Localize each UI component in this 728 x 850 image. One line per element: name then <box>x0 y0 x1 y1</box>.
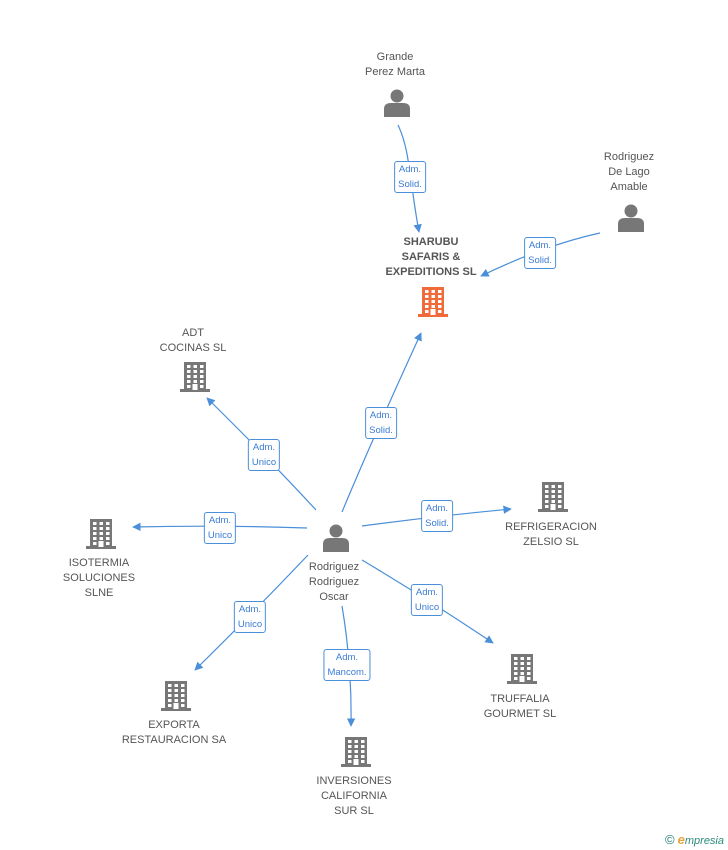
brand-logo: ©empresia <box>665 832 724 847</box>
node-label-adt[interactable]: ADT COCINAS SL <box>159 327 227 354</box>
node-label-exporta[interactable]: EXPORTA RESTAURACION SA <box>121 719 227 746</box>
person-icon-oscar[interactable] <box>323 524 349 553</box>
relation-label-oscar-refrigeracion: Adm. Solid. <box>421 500 453 532</box>
node-label-truffalia[interactable]: TRUFFALIA GOURMET SL <box>483 693 557 720</box>
building-icon-isotermia[interactable] <box>86 519 116 549</box>
relation-label-oscar-inversiones: Adm. Mancom. <box>323 649 371 681</box>
brand-name: mpresia <box>684 835 724 847</box>
building-icon-refrigeracion[interactable] <box>538 482 568 512</box>
person-icon-rodriguez_lago[interactable] <box>618 204 644 233</box>
person-icon-grande[interactable] <box>384 89 410 118</box>
relation-label-oscar-adt: Adm. Unico <box>247 439 281 471</box>
brand-initial: e <box>677 832 685 847</box>
building-icon-truffalia[interactable] <box>507 654 537 684</box>
node-label-grande[interactable]: Grande Perez Marta <box>365 51 425 78</box>
node-label-rodriguez_lago[interactable]: Rodriguez De Lago Amable <box>603 151 655 193</box>
relation-label-rodriguez_lago-sharubu: Adm. Solid. <box>524 237 556 269</box>
relation-label-oscar-isotermia: Adm. Unico <box>203 512 237 544</box>
relation-label-grande-sharubu: Adm. Solid. <box>394 161 426 193</box>
building-icon-exporta[interactable] <box>161 681 191 711</box>
relation-label-oscar-exporta: Adm. Unico <box>233 601 267 633</box>
building-icon-adt[interactable] <box>180 362 210 392</box>
building-icon-sharubu[interactable] <box>418 287 448 317</box>
node-label-isotermia[interactable]: ISOTERMIA SOLUCIONES SLNE <box>62 557 136 599</box>
node-label-refrigeracion[interactable]: REFRIGERACION ZELSIO SL <box>505 521 597 548</box>
node-label-sharubu[interactable]: SHARUBU SAFARIS & EXPEDITIONS SL <box>385 236 477 278</box>
building-icon-inversiones[interactable] <box>341 737 371 767</box>
relation-label-oscar-truffalia: Adm. Unico <box>410 584 444 616</box>
node-label-oscar[interactable]: Rodriguez Rodriguez Oscar <box>308 561 360 603</box>
node-label-inversiones[interactable]: INVERSIONES CALIFORNIA SUR SL <box>316 775 392 817</box>
copyright-icon: © <box>665 832 675 847</box>
relation-label-oscar-sharubu: Adm. Solid. <box>365 407 397 439</box>
